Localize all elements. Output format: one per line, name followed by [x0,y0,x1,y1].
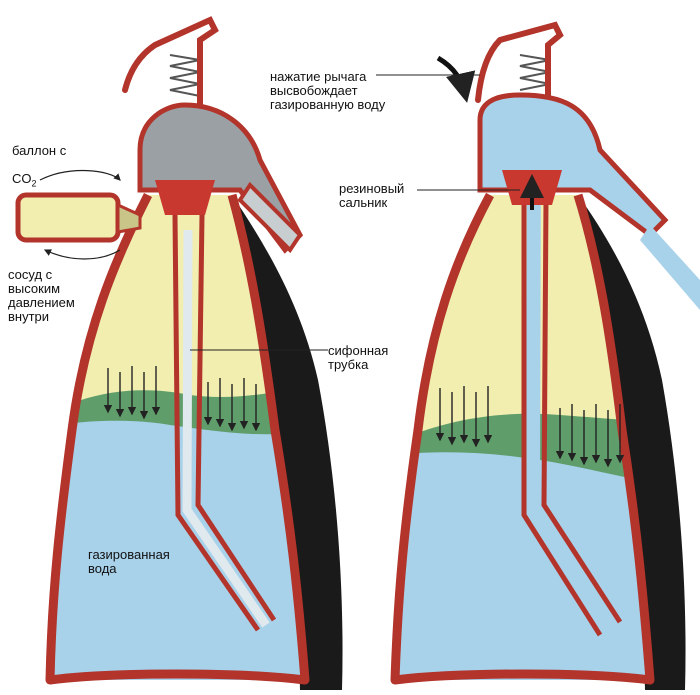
right-bottle-shadow [578,195,686,690]
right-head [477,92,669,239]
right-lever [475,21,564,103]
label-vessel: сосуд с высоким давлением внутри [8,267,75,324]
left-spring [169,54,201,97]
left-pressure-arrows [103,366,261,432]
left-co2-cylinder [15,192,121,243]
label-lever-press: нажатие рычага высвобождает газированную… [270,69,386,112]
left-nozzle [237,181,303,254]
right-pressure-arrows [435,386,625,468]
label-co2-cylinder: баллон с CO2 [12,143,67,189]
label-siphon-tube: сифонная трубка [328,343,389,372]
left-bottle-wall [45,192,310,685]
press-arrow [436,55,476,103]
left-siphon [15,16,343,690]
label-rubber-seal: резиновый сальник [339,181,405,210]
right-bottle-wall [390,192,655,685]
right-siphon-tube [521,120,623,637]
right-water-stream [640,225,700,310]
left-lever [122,16,219,108]
right-siphon-tube-water [525,119,616,634]
left-siphon-tube-inner [182,229,270,628]
left-seal [155,180,215,215]
left-siphon-tube [172,214,277,632]
right-siphon [376,21,700,690]
left-water-interface [50,385,305,440]
label-soda-water: газированная вода [88,547,170,576]
